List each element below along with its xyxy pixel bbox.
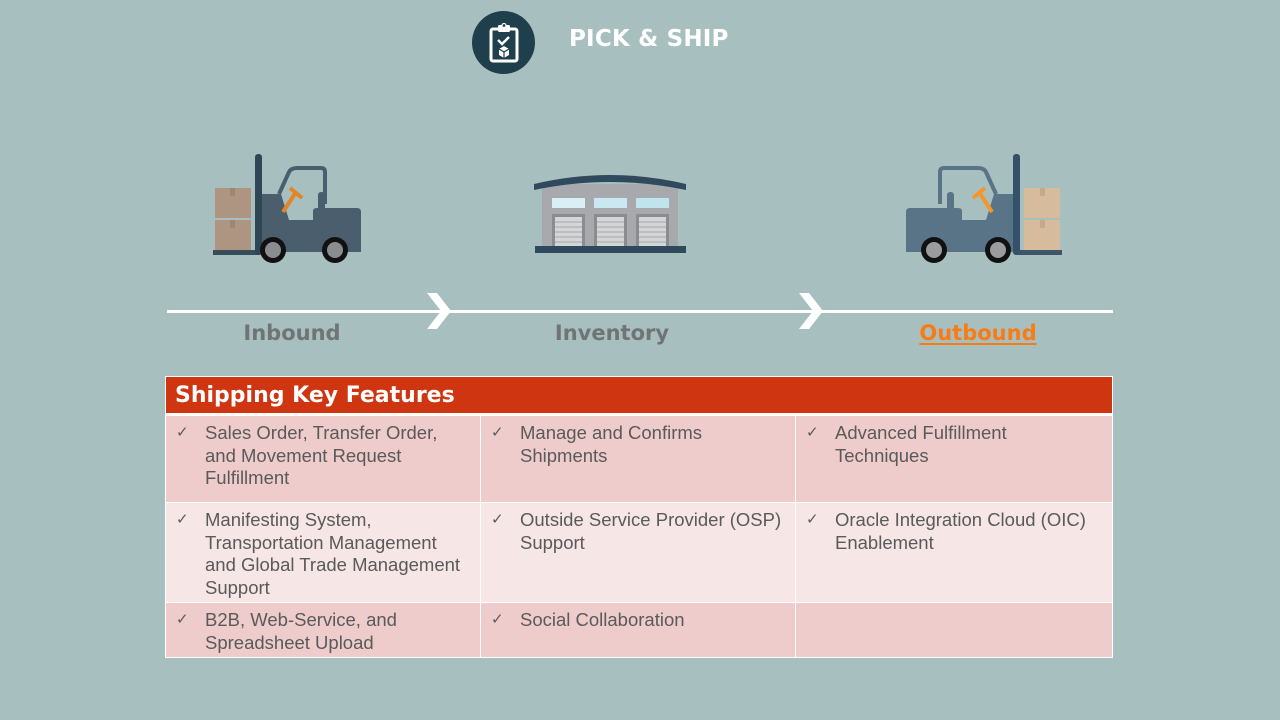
features-title: Shipping Key Features (166, 377, 1112, 416)
stage-label-inventory[interactable]: Inventory (554, 321, 670, 345)
check-icon: ✓ (806, 511, 819, 528)
stage-label-outbound[interactable]: Outbound (919, 321, 1037, 345)
feature-text: Sales Order, Transfer Order, and Movemen… (205, 422, 438, 488)
forklift-outbound-icon (904, 154, 1062, 272)
chevron-right-icon (427, 293, 453, 333)
feature-text: Manage and Confirms Shipments (520, 422, 703, 466)
feature-cell: ✓ Social Collaboration (481, 603, 795, 657)
feature-text: Advanced Fulfillment Techniques (835, 422, 1007, 466)
page-title: PICK & SHIP (569, 26, 729, 52)
feature-cell: ✓ Outside Service Provider (OSP) Support (481, 503, 795, 602)
check-icon: ✓ (491, 424, 504, 441)
check-icon: ✓ (176, 611, 189, 628)
process-flow-line (167, 310, 1113, 313)
check-icon: ✓ (491, 611, 504, 628)
shipping-features-table: Shipping Key Features ✓ Sales Order, Tran… (165, 376, 1113, 658)
check-icon: ✓ (806, 424, 819, 441)
feature-cell: ✓ B2B, Web-Service, and Spreadsheet Uploa… (166, 603, 480, 657)
stage-label-inbound[interactable]: Inbound (243, 321, 341, 345)
check-icon: ✓ (176, 424, 189, 441)
clipboard-check-box-icon (472, 11, 535, 74)
feature-cell: ✓ Oracle Integration Cloud (OIC) Enableme… (796, 503, 1112, 602)
feature-cell: ✓ Advanced Fulfillment Techniques (796, 416, 1112, 502)
forklift-inbound-icon (213, 154, 363, 272)
feature-text: Manifesting System, Transportation Manag… (205, 509, 461, 598)
feature-cell-empty (796, 603, 1112, 657)
feature-text: Outside Service Provider (OSP) Support (520, 509, 782, 553)
feature-text: B2B, Web-Service, and Spreadsheet Upload (205, 609, 397, 653)
feature-text: Oracle Integration Cloud (OIC) Enablemen… (835, 509, 1086, 553)
warehouse-icon (532, 172, 688, 260)
feature-cell: ✓ Sales Order, Transfer Order, and Moveme… (166, 416, 480, 502)
check-icon: ✓ (491, 511, 504, 528)
feature-cell: ✓ Manage and Confirms Shipments (481, 416, 795, 502)
check-icon: ✓ (176, 511, 189, 528)
feature-text: Social Collaboration (520, 609, 685, 630)
feature-cell: ✓ Manifesting System, Transportation Mana… (166, 503, 480, 602)
chevron-right-icon (799, 293, 825, 333)
